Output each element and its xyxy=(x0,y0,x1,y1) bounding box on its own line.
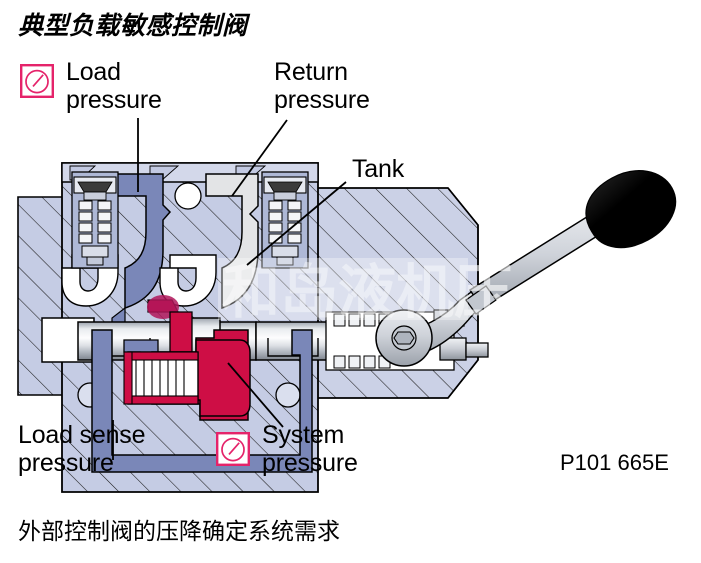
callout-load-sense-pressure: Load sense pressure xyxy=(18,421,146,477)
housing-bolt-holes xyxy=(77,182,301,408)
callout-load-pressure: Load pressure xyxy=(66,58,162,114)
drawing-code: P101 665E xyxy=(560,450,669,475)
callout-system-pressure: System pressure xyxy=(262,421,358,477)
leader-return-pressure xyxy=(231,119,288,197)
leader-system-pressure xyxy=(227,362,284,428)
callout-tank: Tank xyxy=(352,155,405,183)
check-valve-cartridge-left xyxy=(71,171,119,269)
leader-lines xyxy=(112,118,347,460)
control-lever-assembly[interactable] xyxy=(375,170,677,367)
gauge-icon-load-pressure xyxy=(20,64,55,99)
leader-tank xyxy=(246,181,347,266)
return-pressure-passage xyxy=(159,173,259,310)
figure-caption: 外部控制阀的压降确定系统需求 xyxy=(18,519,340,545)
figure-title: 典型负载敏感控制阀 xyxy=(18,12,248,40)
system-pressure-chamber xyxy=(123,311,251,421)
callout-return-pressure: Return pressure xyxy=(274,58,370,114)
watermark-text: 和岛液机压 xyxy=(222,258,512,326)
gauge-icon-system-pressure xyxy=(216,432,251,467)
watermark: 和岛液机压 xyxy=(218,258,512,326)
